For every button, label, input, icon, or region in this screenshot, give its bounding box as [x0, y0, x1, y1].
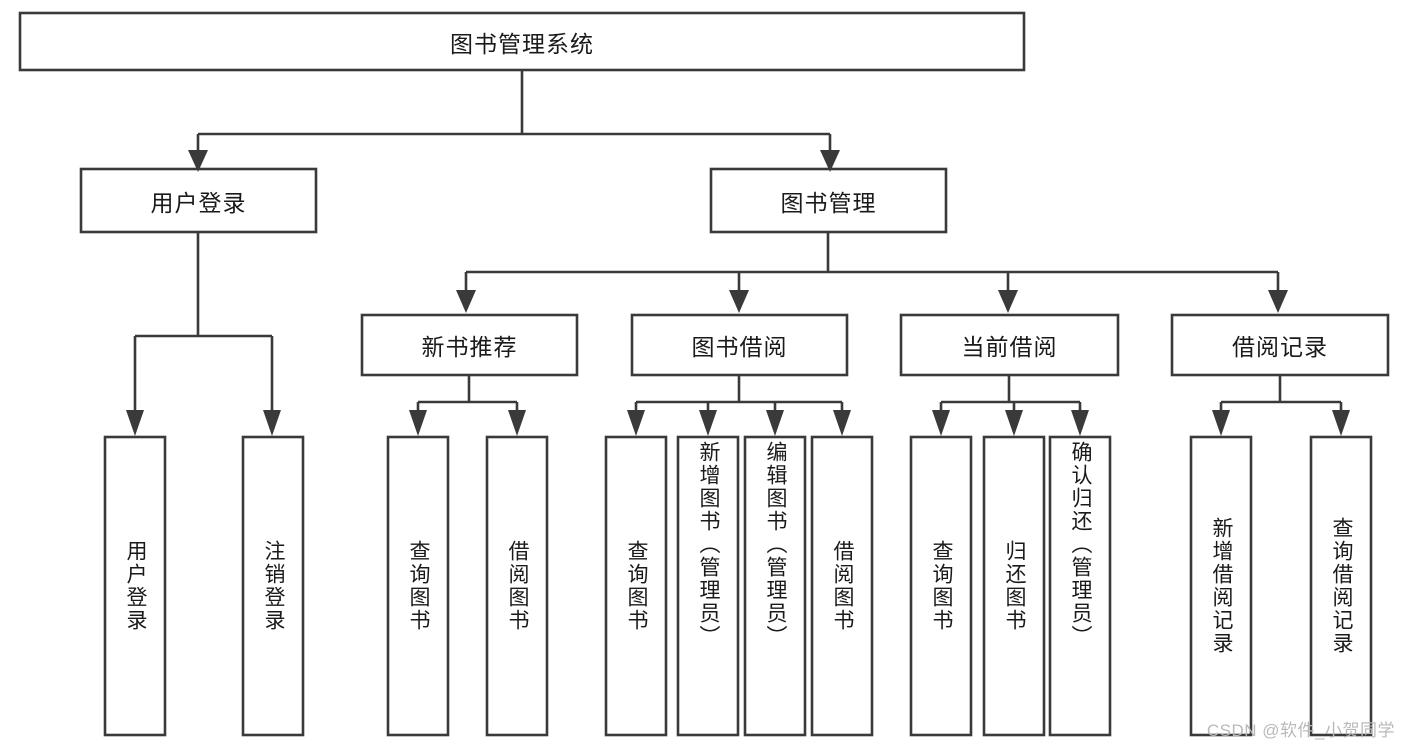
leaf-box-user-login[interactable]	[103, 435, 167, 737]
node-box-book-borrow[interactable]	[630, 313, 849, 377]
arrowhead-icon-leaf-09	[932, 410, 950, 436]
arrowhead-icon-leaf-10	[1005, 410, 1023, 436]
leaf-box-add-book[interactable]	[676, 435, 740, 737]
arrowhead-icon-to-current	[998, 290, 1018, 313]
arrowhead-icon-leaf-02	[263, 410, 281, 436]
arrowhead-icon-to-borrow	[729, 290, 749, 313]
arrowhead-icon-leaf-06	[699, 410, 717, 436]
arrowhead-icon-leaf-08	[833, 410, 851, 436]
arrowhead-icon-leaf-01	[126, 410, 144, 436]
leaf-box-query-record[interactable]	[1309, 435, 1373, 737]
arrowhead-icon-leaf-03	[409, 410, 427, 436]
arrowhead-icon-leaf-05	[627, 410, 645, 436]
arrow-heads	[126, 150, 1350, 436]
node-box-user-login[interactable]	[79, 167, 318, 234]
arrowhead-icon-leaf-13	[1332, 410, 1350, 436]
node-box-current-borrow[interactable]	[899, 313, 1120, 377]
leaf-box-edit-book[interactable]	[743, 435, 807, 737]
leaf-box-return-book[interactable]	[982, 435, 1046, 737]
arrowhead-icon-to-mgmt	[820, 150, 840, 172]
arrowhead-icon-leaf-04	[508, 410, 526, 436]
leaf-box-user-logout[interactable]	[241, 435, 305, 737]
arrowhead-icon-to-login	[188, 150, 208, 172]
leaf-box-confirm-return[interactable]	[1048, 435, 1112, 737]
arrowhead-icon-leaf-11	[1071, 410, 1089, 436]
arrowhead-icon-leaf-07	[766, 410, 784, 436]
arrowhead-icon-to-rec	[456, 290, 476, 313]
arrowhead-icon-leaf-12	[1212, 410, 1230, 436]
node-box-new-book-rec[interactable]	[360, 313, 579, 377]
node-box-borrow-record[interactable]	[1170, 313, 1390, 377]
leaf-box-borrow-book-a[interactable]	[485, 435, 549, 737]
leaf-box-borrow-book-b[interactable]	[810, 435, 874, 737]
leaf-box-query-book-c[interactable]	[909, 435, 973, 737]
leaf-box-query-book-a[interactable]	[386, 435, 450, 737]
leaf-box-query-book-b[interactable]	[604, 435, 668, 737]
arrowhead-icon-to-record	[1268, 290, 1288, 313]
leaf-box-add-record[interactable]	[1189, 435, 1253, 737]
node-boxes	[18, 11, 1390, 737]
node-box-book-mgmt[interactable]	[709, 167, 948, 234]
node-box-root[interactable]	[18, 11, 1026, 72]
